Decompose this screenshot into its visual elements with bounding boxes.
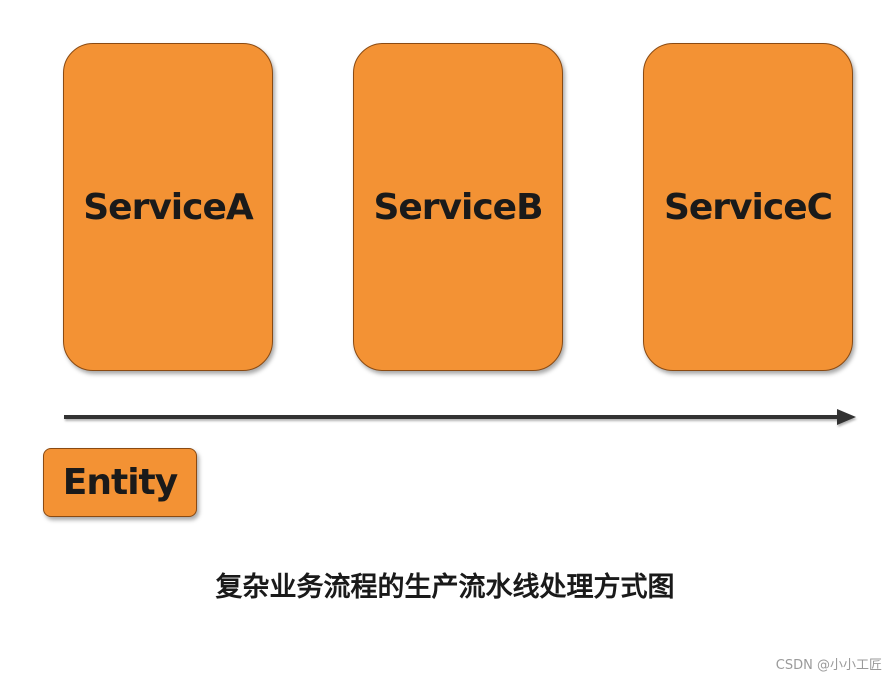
service-c-label: ServiceC <box>663 186 833 228</box>
entity-label: Entity <box>62 462 178 503</box>
arrow-head <box>837 409 856 425</box>
entity-box: Entity <box>43 448 197 517</box>
service-b-box: ServiceB <box>353 43 563 371</box>
service-b-label: ServiceB <box>373 186 543 228</box>
pipeline-arrow <box>64 409 856 425</box>
service-a-label: ServiceA <box>83 186 254 228</box>
diagram-caption: 复杂业务流程的生产流水线处理方式图 <box>215 572 675 603</box>
service-c-box: ServiceC <box>643 43 853 371</box>
watermark: CSDN @小小工匠 <box>775 658 882 673</box>
service-a-box: ServiceA <box>63 43 273 371</box>
